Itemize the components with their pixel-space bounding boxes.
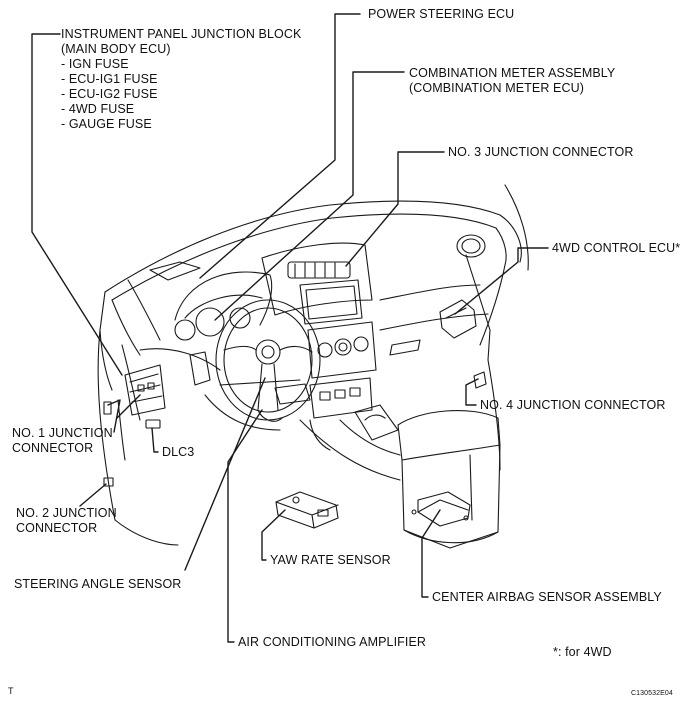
control-4wd-ecu-label: 4WD CONTROL ECU*: [552, 241, 681, 255]
footnote: *: for 4WD: [553, 645, 612, 659]
power-steering-ecu-label: POWER STEERING ECU: [368, 7, 515, 21]
no1-junction-connector-label: NO. 1 JUNCTION CONNECTOR: [12, 426, 113, 455]
corner-mark: T: [8, 686, 14, 696]
combination-meter-label: COMBINATION METER ASSEMBLY (COMBINATION …: [409, 66, 616, 95]
yaw-rate-sensor-label: YAW RATE SENSOR: [270, 553, 391, 567]
ip-junction-block-label: INSTRUMENT PANEL JUNCTION BLOCK (MAIN BO…: [61, 27, 302, 131]
leader-lines: [31, 13, 549, 643]
dashboard-drawing: [97, 184, 529, 549]
no2-junction-connector-label: NO. 2 JUNCTION CONNECTOR: [16, 506, 117, 535]
steering-angle-sensor-label: STEERING ANGLE SENSOR: [14, 577, 182, 591]
no4-junction-connector-label: NO. 4 JUNCTION CONNECTOR: [480, 398, 666, 412]
ac-amplifier-label: AIR CONDITIONING AMPLIFIER: [238, 635, 427, 649]
center-airbag-sensor-label: CENTER AIRBAG SENSOR ASSEMBLY: [432, 590, 662, 604]
figure-code: C130532E04: [631, 690, 673, 697]
no3-junction-connector-label: NO. 3 JUNCTION CONNECTOR: [448, 145, 634, 159]
dlc3-label: DLC3: [162, 445, 195, 459]
